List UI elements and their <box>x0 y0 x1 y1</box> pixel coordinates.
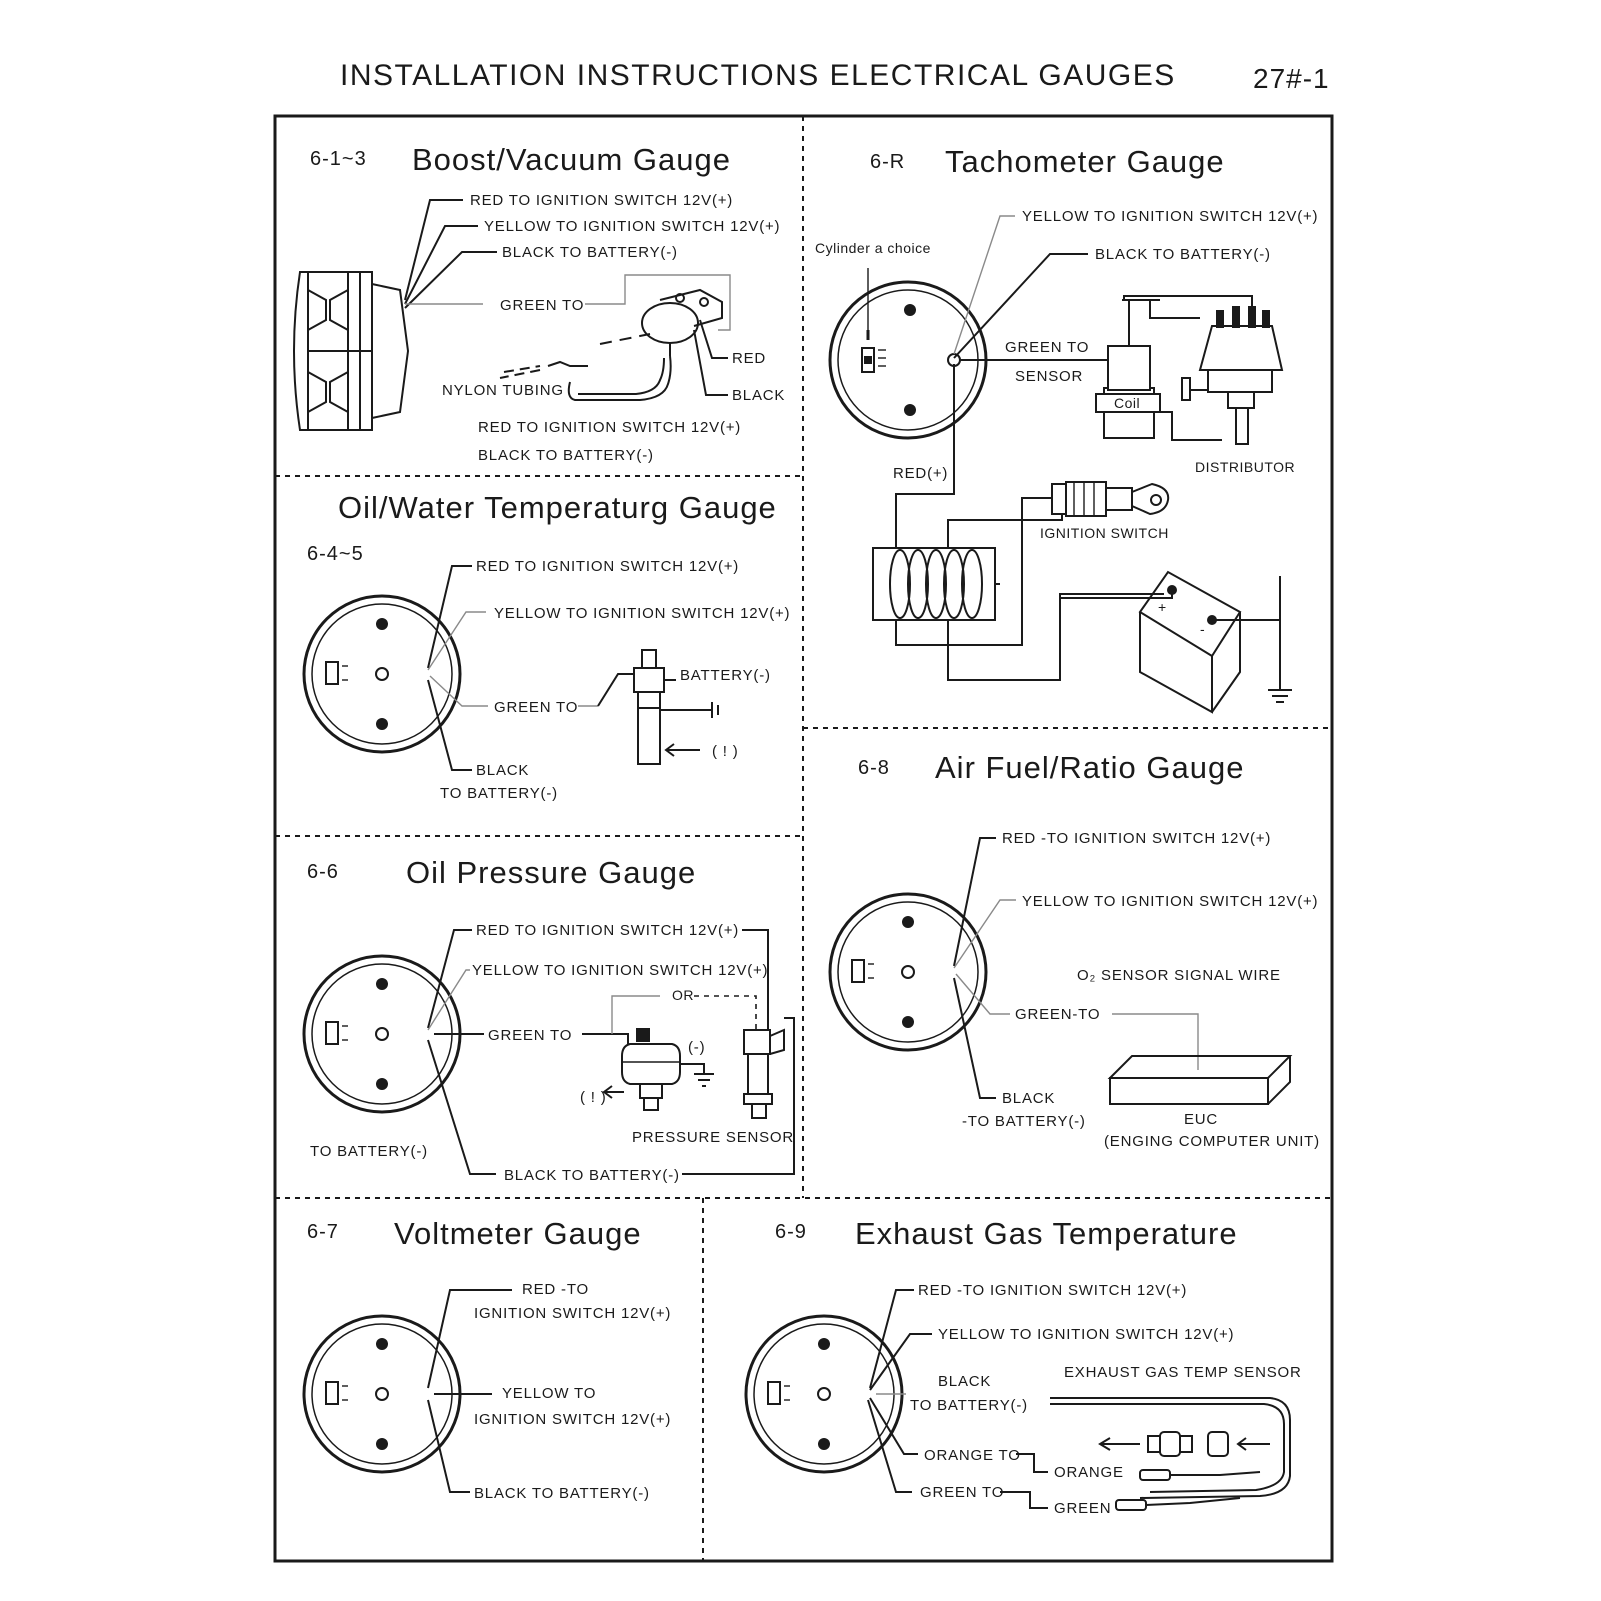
nylon-tubing <box>499 333 672 401</box>
oilwater-battery-label: BATTERY(-) <box>680 667 771 684</box>
panel-voltmeter: 6-7 Voltmeter Gauge RED -TO IGNITION SWI… <box>302 1216 671 1502</box>
airfuel-black-label: BLACK <box>1002 1090 1055 1107</box>
tacho-red-label: RED(+) <box>893 465 948 482</box>
volt-black-label: BLACK TO BATTERY(-) <box>474 1485 650 1502</box>
oilwater-yellow-label: YELLOW TO IGNITION SWITCH 12V(+) <box>494 605 790 622</box>
airfuel-euc-full-label: (ENGING COMPUTER UNIT) <box>1104 1133 1320 1150</box>
oilwater-red-label: RED TO IGNITION SWITCH 12V(+) <box>476 558 739 575</box>
tacho-green-label: GREEN TO <box>1005 339 1089 356</box>
panel-exhaust-gas-temperature: 6-9 Exhaust Gas Temperature RED -TO IGNI… <box>744 1216 1302 1517</box>
airfuel-code: 6-8 <box>858 757 890 779</box>
airfuel-yellow-label: YELLOW TO IGNITION SWITCH 12V(+) <box>1022 893 1318 910</box>
panel-oil-water-temperature: Oil/Water Temperaturg Gauge 6-4~5 RED TO… <box>302 490 790 802</box>
egt-code: 6-9 <box>775 1221 807 1243</box>
tacho-coil-label: Coil <box>1114 395 1140 411</box>
egt-green-label: GREEN <box>1054 1500 1111 1517</box>
temperature-sender <box>597 649 719 765</box>
panel-tachometer: 6-R Tachometer Gauge Cylinder a choice Y… <box>815 144 1318 714</box>
egt-yellow-label: YELLOW TO IGNITION SWITCH 12V(+) <box>938 1326 1234 1343</box>
tacho-code: 6-R <box>870 151 905 173</box>
oilwater-to-battery-label: TO BATTERY(-) <box>440 785 558 802</box>
wire-loom <box>872 497 1164 681</box>
boost-red-label: RED TO IGNITION SWITCH 12V(+) <box>470 192 733 209</box>
oil-pressure-sender <box>602 1028 714 1111</box>
boost-gauge-side-view <box>293 271 410 431</box>
tacho-gauge-face <box>828 268 988 440</box>
boost-code: 6-1~3 <box>310 148 367 170</box>
boost-title: Boost/Vacuum Gauge <box>412 142 731 177</box>
airfuel-gauge-face <box>828 892 988 1052</box>
tacho-cylinder-label: Cylinder a choice <box>815 240 931 256</box>
boost-sensor-red-label: RED <box>732 350 766 367</box>
egt-orange-to-label: ORANGE TO <box>924 1447 1021 1464</box>
volt-code: 6-7 <box>307 1221 339 1243</box>
egt-sensor-label: EXHAUST GAS TEMP SENSOR <box>1064 1364 1302 1381</box>
page-code: 27#-1 <box>1253 63 1330 94</box>
egt-black2-label: TO BATTERY(-) <box>910 1397 1028 1414</box>
oilpressure-green-label: GREEN TO <box>488 1027 572 1044</box>
oilwater-code: 6-4~5 <box>307 543 364 565</box>
pressure-transducer <box>743 1028 785 1119</box>
oilwater-green-label: GREEN TO <box>494 699 578 716</box>
egt-black1-label: BLACK <box>938 1373 991 1390</box>
oilpressure-or-label: OR <box>672 987 694 1003</box>
tacho-battery-minus: - <box>1200 621 1205 637</box>
oilpressure-to-battery-label: TO BATTERY(-) <box>310 1143 428 1160</box>
page-title: INSTALLATION INSTRUCTIONS ELECTRICAL GAU… <box>340 59 1176 92</box>
oilwater-title: Oil/Water Temperaturg Gauge <box>338 490 777 525</box>
oilpressure-yellow-label: YELLOW TO IGNITION SWITCH 12V(+) <box>472 962 768 979</box>
tacho-sensor-label: SENSOR <box>1015 368 1083 385</box>
egt-orange-label: ORANGE <box>1054 1464 1124 1481</box>
boost-green-label: GREEN TO <box>500 297 584 314</box>
boost-sensor-black-label: BLACK <box>732 387 785 404</box>
egt-probe <box>1050 1397 1291 1511</box>
panel-oil-pressure: 6-6 Oil Pressure Gauge RED TO IGNITION S… <box>302 855 795 1184</box>
airfuel-red-label: RED -TO IGNITION SWITCH 12V(+) <box>1002 830 1271 847</box>
panel-boost-vacuum: 6-1~3 Boost/Vacuum Gauge RED TO IGNITION… <box>293 142 785 464</box>
tacho-title: Tachometer Gauge <box>945 144 1225 179</box>
egt-title: Exhaust Gas Temperature <box>855 1216 1238 1251</box>
ignition-coil <box>1095 295 1253 441</box>
egt-red-label: RED -TO IGNITION SWITCH 12V(+) <box>918 1282 1187 1299</box>
oilwater-black-label: BLACK <box>476 762 529 779</box>
volt-title: Voltmeter Gauge <box>394 1216 642 1251</box>
boost-black-label: BLACK TO BATTERY(-) <box>502 244 678 261</box>
boost-black2-label: BLACK TO BATTERY(-) <box>478 447 654 464</box>
airfuel-to-battery-label: -TO BATTERY(-) <box>962 1113 1086 1130</box>
oilpressure-red-label: RED TO IGNITION SWITCH 12V(+) <box>476 922 739 939</box>
tacho-battery-plus: + <box>1158 599 1167 615</box>
oilpressure-sensor-label: PRESSURE SENSOR <box>632 1129 794 1146</box>
oilpressure-code: 6-6 <box>307 861 339 883</box>
boost-yellow-label: YELLOW TO IGNITION SWITCH 12V(+) <box>484 218 780 235</box>
airfuel-green-label: GREEN-TO <box>1015 1006 1100 1023</box>
boost-tubing-label: NYLON TUBING <box>442 382 564 399</box>
panel-air-fuel-ratio: 6-8 Air Fuel/Ratio Gauge RED -TO IGNITIO… <box>828 750 1320 1150</box>
oilpressure-title: Oil Pressure Gauge <box>406 855 696 890</box>
airfuel-euc-label: EUC <box>1184 1111 1218 1128</box>
oilwater-gauge-face <box>302 594 462 754</box>
oilwater-warning-label: ( ! ) <box>712 743 739 760</box>
volt-yellow1-label: YELLOW TO <box>502 1385 596 1402</box>
egt-green-to-label: GREEN TO <box>920 1484 1004 1501</box>
tacho-yellow-label: YELLOW TO IGNITION SWITCH 12V(+) <box>1022 208 1318 225</box>
euc-box <box>1107 1055 1293 1105</box>
boost-red2-label: RED TO IGNITION SWITCH 12V(+) <box>478 419 741 436</box>
volt-red1-label: RED -TO <box>522 1281 589 1298</box>
boost-sensor <box>641 288 728 396</box>
volt-yellow2-label: IGNITION SWITCH 12V(+) <box>474 1411 671 1428</box>
tacho-ignition-label: IGNITION SWITCH <box>1040 525 1169 541</box>
battery <box>1060 570 1292 714</box>
oilpressure-warn-label: ( ! ) <box>580 1089 607 1106</box>
oilpressure-neg-label: (-) <box>688 1039 705 1056</box>
tacho-distributor-label: DISTRIBUTOR <box>1195 459 1295 475</box>
airfuel-o2-label: O₂ SENSOR SIGNAL WIRE <box>1077 967 1281 984</box>
oilpressure-black-label: BLACK TO BATTERY(-) <box>504 1167 680 1184</box>
tacho-black-label: BLACK TO BATTERY(-) <box>1095 246 1271 263</box>
ignition-switch <box>1051 481 1170 517</box>
airfuel-title: Air Fuel/Ratio Gauge <box>935 750 1244 785</box>
distributor <box>1181 306 1284 445</box>
volt-red2-label: IGNITION SWITCH 12V(+) <box>474 1305 671 1322</box>
